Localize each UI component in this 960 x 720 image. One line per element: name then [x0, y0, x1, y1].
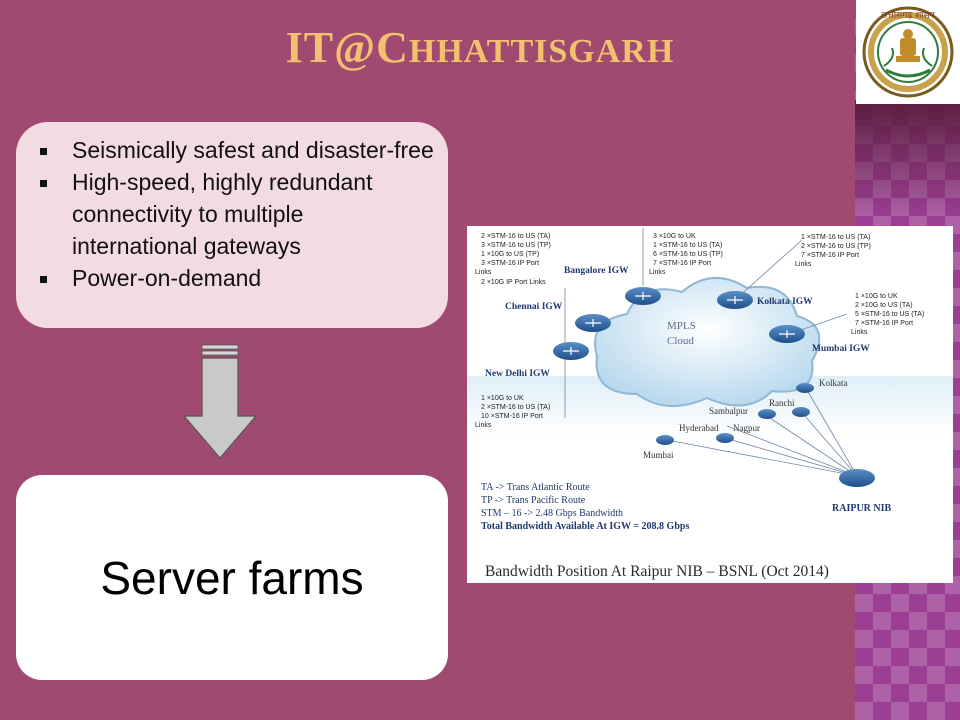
newdelhi-notes: 1 ×10G to UK 2 ×STM-16 to US (TA) 10 ×ST… [475, 395, 550, 429]
note-line: 1 ×10G to UK [855, 293, 898, 300]
city-label: Nagpur [733, 423, 760, 433]
note-line: 3 ×10G to UK [653, 233, 696, 240]
note-line: 1 ×10G to UK [481, 395, 524, 402]
legend-line: TA -> Trans Atlantic Route [481, 482, 590, 493]
note-line: 5 ×STM-16 to US (TA) [855, 311, 924, 318]
note-line: 1 ×STM-16 to US (TA) [653, 242, 722, 249]
note-line: 7 ×STM-16 IP Port [653, 260, 711, 267]
note-line: 3 ×STM-16 to US (TP) [481, 242, 551, 249]
cloud-label: MPLS [667, 320, 696, 332]
note-line: 2 ×STM-16 to US (TA) [481, 404, 550, 411]
mumbai-notes: 1 ×10G to UK 2 ×10G to US (TA) 5 ×STM-16… [851, 293, 924, 336]
router-icon [769, 325, 805, 343]
note-line: Links [851, 329, 868, 336]
logo-text: छत्तीसगढ़ शासन [881, 9, 935, 21]
note-line: Links [795, 261, 812, 268]
router-icon [717, 291, 753, 309]
city-router-icons [656, 383, 875, 487]
router-icon [575, 314, 611, 332]
note-line: 10 ×STM-16 IP Port [481, 413, 543, 420]
router-icon [553, 342, 589, 360]
legend-total: Total Bandwidth Available At IGW = 208.8… [481, 521, 689, 532]
note-line: Links [649, 269, 666, 276]
city-label: Hyderabad [679, 423, 719, 433]
bullet-item: Power-on-demand [36, 262, 434, 294]
gateway-label: New Delhi IGW [485, 369, 550, 379]
note-line: Links [475, 269, 492, 276]
state-emblem-icon: छत्तीसगढ़ शासन [862, 6, 954, 98]
gateway-label: Mumbai IGW [812, 344, 870, 354]
chennai-notes: 2 ×STM-16 to US (TA) 3 ×STM-16 to US (TP… [475, 233, 551, 286]
diagram-caption: Bandwidth Position At Raipur NIB – BSNL … [485, 563, 829, 580]
link-lines [564, 228, 858, 477]
note-line: 2 ×10G to US (TA) [855, 302, 913, 309]
raipur-nib-label: RAIPUR NIB [832, 503, 892, 514]
note-line: 7 ×STM-16 IP Port [855, 320, 913, 327]
cloud-label: Cloud [667, 335, 694, 347]
note-line: Links [475, 422, 492, 429]
legend-line: TP -> Trans Pacific Route [481, 495, 586, 506]
strip-shadow [855, 100, 960, 220]
bangalore-notes: 3 ×10G to UK 1 ×STM-16 to US (TA) 6 ×STM… [649, 233, 723, 276]
note-line: 6 ×STM-16 to US (TP) [653, 251, 723, 258]
gateway-label: Kolkata IGW [757, 297, 813, 307]
bullet-item: Seismically safest and disaster-free [36, 134, 434, 166]
note-line: 2 ×10G IP Port Links [481, 279, 546, 286]
features-box: Seismically safest and disaster-free Hig… [16, 122, 448, 328]
server-farms-box: Server farms [16, 475, 448, 680]
bullet-item: High-speed, highly redundant connectivit… [36, 166, 434, 262]
title-prefix: IT@C [285, 23, 409, 72]
note-line: 2 ×STM-16 to US (TA) [481, 233, 550, 240]
city-label: Kolkata [819, 378, 848, 388]
kolkata-notes: 1 ×STM-16 to US (TA) 2 ×STM-16 to US (TP… [795, 234, 871, 268]
gateway-label: Bangalore IGW [564, 266, 629, 276]
router-icon [625, 287, 661, 305]
city-label: Mumbai [643, 450, 674, 460]
server-farms-label: Server farms [100, 551, 364, 604]
note-line: 3 ×STM-16 IP Port [481, 260, 539, 267]
title-rest: HHATTISGARH [408, 33, 675, 70]
page-title: IT@CHHATTISGARH [0, 22, 960, 73]
legend: TA -> Trans Atlantic Route TP -> Trans P… [481, 482, 689, 532]
note-line: 1 ×STM-16 to US (TA) [801, 234, 870, 241]
city-label: Ranchi [769, 398, 795, 408]
network-diagram: MPLS Cloud [467, 226, 953, 583]
down-arrow-icon [182, 344, 258, 459]
city-label: Sambalpur [709, 406, 748, 416]
note-line: 7 ×STM-16 IP Port [801, 252, 859, 259]
legend-line: STM – 16 -> 2.48 Gbps Bandwidth [481, 508, 623, 519]
logo: छत्तीसगढ़ शासन [856, 0, 960, 104]
note-line: 1 ×10G to US (TP) [481, 251, 539, 258]
gateway-label: Chennai IGW [505, 302, 563, 312]
note-line: 2 ×STM-16 to US (TP) [801, 243, 871, 250]
